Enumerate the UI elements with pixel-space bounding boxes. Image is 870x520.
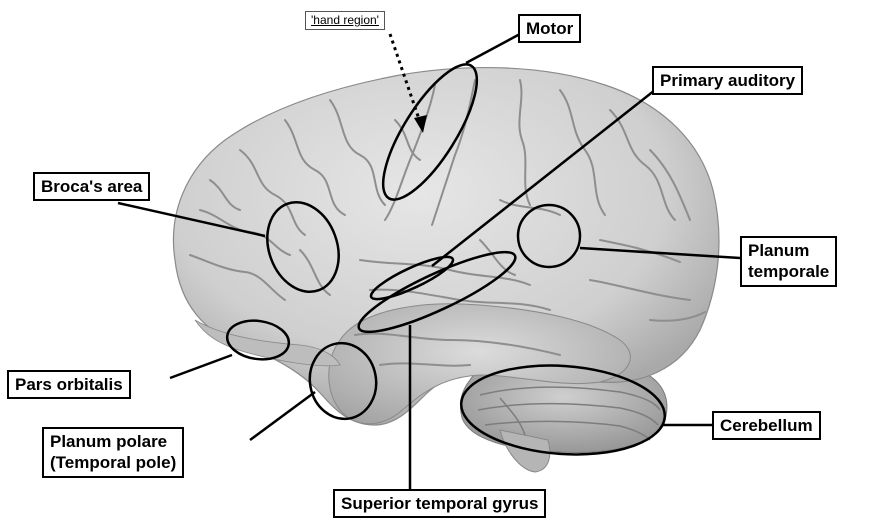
brocas-area-label: Broca's area: [33, 172, 150, 201]
planum-polare-leader: [250, 392, 315, 440]
superior-temporal-gyrus-label: Superior temporal gyrus: [333, 489, 546, 518]
planum-temporale-label: Planum temporale: [740, 236, 837, 287]
planum-polare-line2: (Temporal pole): [50, 452, 176, 473]
cerebellum-label: Cerebellum: [712, 411, 821, 440]
motor-leader: [466, 34, 520, 63]
planum-temporale-line1: Planum: [748, 240, 829, 261]
pars-orbitalis-label: Pars orbitalis: [7, 370, 131, 399]
planum-temporale-line2: temporale: [748, 261, 829, 282]
motor-label: Motor: [518, 14, 581, 43]
planum-polare-line1: Planum polare: [50, 431, 176, 452]
planum-polare-label: Planum polare (Temporal pole): [42, 427, 184, 478]
hand-region-label: 'hand region': [305, 11, 385, 30]
pars-orbitalis-leader: [170, 355, 232, 378]
primary-auditory-label: Primary auditory: [652, 66, 803, 95]
